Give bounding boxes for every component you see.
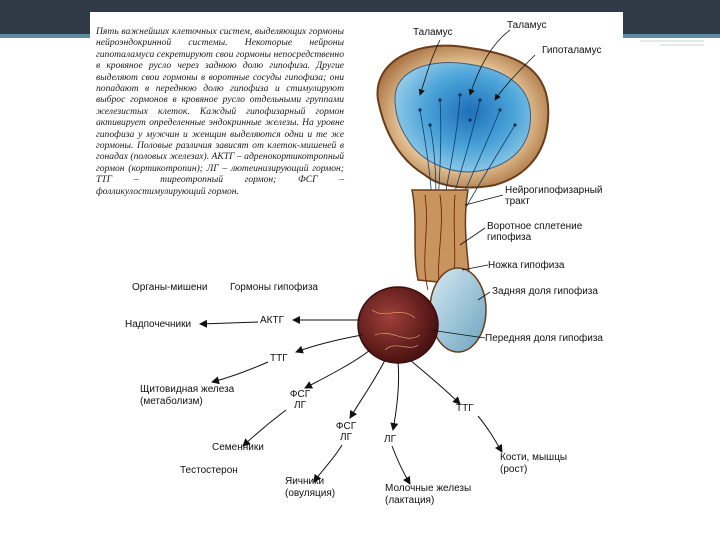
label-thalamus-right: Таламус <box>507 20 547 31</box>
label-thyroid-line1: Щитовидная железа <box>140 384 235 395</box>
label-neurohypophyseal-tract-line1: Нейрогипофизарный <box>505 185 603 196</box>
label-thyroid-line2: (метаболизм) <box>140 396 203 407</box>
decorative-lines <box>640 40 704 46</box>
label-target-organs: Органы-мишени <box>132 282 208 293</box>
label-mammary-line1: Молочные железы <box>385 483 472 494</box>
label-ovaries-line1: Яичники <box>285 476 325 487</box>
label-bones-line1: Кости, мышцы <box>500 452 568 463</box>
label-lg-a: ЛГ <box>294 400 306 411</box>
anterior-lobe-illustration <box>357 286 439 364</box>
label-lg-b: ЛГ <box>340 432 352 443</box>
label-pointers <box>418 29 536 339</box>
label-posterior-lobe: Задняя доля гипофиза <box>492 286 598 297</box>
label-actg: АКТГ <box>260 315 285 326</box>
label-pituitary-hormones: Гормоны гипофиза <box>230 282 318 293</box>
hypothalamus-illustration <box>376 44 550 226</box>
label-hypothalamus: Гипоталамус <box>542 45 602 56</box>
anterior-lobe-vessels <box>371 309 421 351</box>
label-testes: Семенники <box>212 442 264 453</box>
label-ovaries-line2: (овуляция) <box>285 488 336 499</box>
label-adrenals: Надпочечники <box>125 319 192 330</box>
label-portal-plexus-line1: Воротное сплетение <box>487 221 583 232</box>
label-bones-line2: (рост) <box>500 464 528 475</box>
description-paragraph: Пять важнейших клеточных систем, выделяю… <box>96 26 345 197</box>
label-fsg-a: ФСГ <box>289 389 311 400</box>
label-neurohypophyseal-tract-line2: тракт <box>505 196 530 207</box>
label-anterior-lobe: Передняя доля гипофиза <box>485 333 603 344</box>
label-ttg-left: ТТГ <box>270 353 288 364</box>
label-thalamus-left: Таламус <box>413 27 453 38</box>
label-ttg-right: ТТГ <box>456 403 474 414</box>
label-mammary-line2: (лактация) <box>385 495 435 506</box>
label-portal-plexus-line2: гипофиза <box>487 232 532 243</box>
posterior-lobe-illustration <box>429 267 487 353</box>
label-pituitary-stalk: Ножка гипофиза <box>488 260 565 271</box>
label-testosterone: Тестостерон <box>180 465 238 476</box>
hormone-arrows <box>199 316 503 485</box>
label-lg: ЛГ <box>384 434 396 445</box>
label-fsg-b: ФСГ <box>335 421 357 432</box>
